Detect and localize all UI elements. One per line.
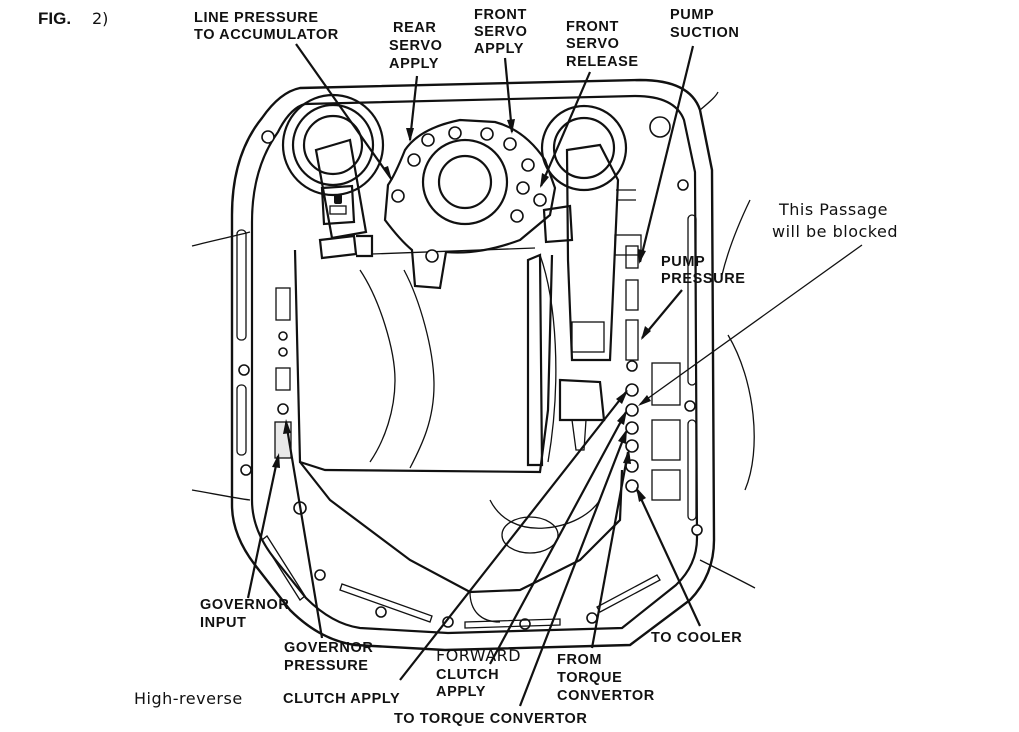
callout-labels: LINE PRESSURE TO ACCUMULATOR REAR SERVO … xyxy=(134,7,898,727)
label-to-torque: TO TORQUE CONVERTOR xyxy=(394,711,587,727)
label-governor-pressure-2: PRESSURE xyxy=(284,658,369,674)
label-pump-pressure-2: PRESSURE xyxy=(661,271,746,287)
arrowhead xyxy=(283,419,291,434)
leader-governor-input xyxy=(246,455,280,599)
label-to-cooler: TO COOLER xyxy=(651,630,742,646)
label-forward-clutch-3: APPLY xyxy=(436,684,486,700)
label-line-pressure: LINE PRESSURE xyxy=(194,10,319,26)
leader-to-torque xyxy=(518,431,628,707)
leader-forward-clutch xyxy=(489,411,627,665)
arrowhead xyxy=(638,249,646,264)
label-front-servo-apply-3: APPLY xyxy=(474,41,524,57)
figure-number: 2) xyxy=(92,9,108,28)
label-front-servo-apply-2: SERVO xyxy=(474,24,528,40)
arrowhead xyxy=(540,173,549,188)
label-pump-suction-2: SUCTION xyxy=(670,25,739,41)
label-front-servo-apply: FRONT xyxy=(474,7,527,23)
arrowhead xyxy=(641,326,651,340)
arrowhead xyxy=(638,395,651,406)
label-governor-input: GOVERNOR xyxy=(200,597,289,613)
leader-passage-note xyxy=(639,244,863,405)
leader-governor-pressure xyxy=(284,421,324,639)
leader-pump-suction xyxy=(638,45,695,263)
arrowhead xyxy=(616,390,628,404)
label-front-servo-release-2: SERVO xyxy=(566,36,620,52)
arrowhead xyxy=(623,449,631,464)
label-pump-suction: PUMP xyxy=(670,7,714,23)
note-passage-blocked-2: will be blocked xyxy=(772,222,898,241)
leader-line-pressure xyxy=(295,43,393,181)
label-from-torque-3: CONVERTOR xyxy=(557,688,655,704)
label-forward-clutch-2: CLUTCH xyxy=(436,667,499,683)
arrowhead xyxy=(507,119,515,134)
leader-lines xyxy=(246,43,863,707)
label-from-torque: FROM xyxy=(557,652,602,668)
label-from-torque-2: TORQUE xyxy=(557,670,622,686)
transmission-case-drawing xyxy=(191,78,756,652)
label-rear-servo: REAR xyxy=(393,20,437,36)
label-high-reverse: CLUTCH APPLY xyxy=(283,691,400,707)
label-rear-servo-3: APPLY xyxy=(389,56,439,72)
label-high-reverse-prefix: High-reverse xyxy=(134,689,243,708)
label-pump-pressure: PUMP xyxy=(661,254,705,270)
leader-front-servo-release xyxy=(539,71,592,187)
label-rear-servo-2: SERVO xyxy=(389,38,443,54)
figure-label: FIG. xyxy=(38,9,71,28)
leader-to-cooler xyxy=(636,489,701,627)
arrowhead xyxy=(618,429,627,444)
arrowhead xyxy=(406,128,414,142)
label-governor-pressure: GOVERNOR xyxy=(284,640,373,656)
label-front-servo-release: FRONT xyxy=(566,19,619,35)
leader-high-reverse xyxy=(399,391,627,681)
label-governor-input-2: INPUT xyxy=(200,615,247,631)
arrowhead xyxy=(636,487,646,502)
arrowhead xyxy=(383,166,392,180)
note-passage-blocked: This Passage xyxy=(778,200,888,219)
arrowhead xyxy=(272,453,280,468)
label-front-servo-release-3: RELEASE xyxy=(566,54,639,70)
arrowhead xyxy=(617,410,627,425)
label-line-pressure-2: TO ACCUMULATOR xyxy=(194,27,339,43)
leader-from-torque xyxy=(590,451,630,649)
label-forward-clutch: FORWARD xyxy=(436,646,521,665)
